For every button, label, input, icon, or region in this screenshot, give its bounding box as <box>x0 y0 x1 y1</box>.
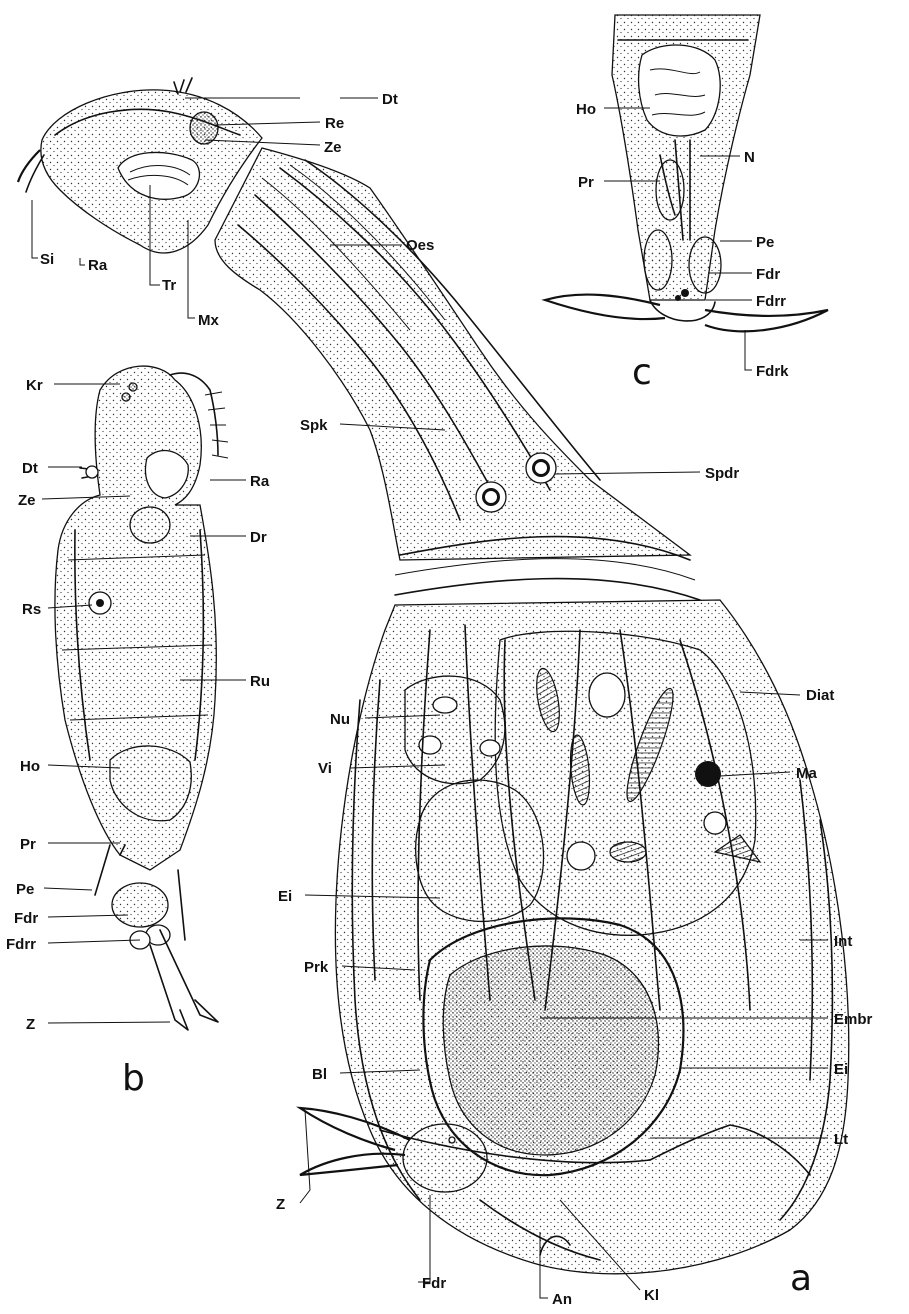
label-c-fdrk: Fdrk <box>756 363 789 380</box>
label-lt: Lt <box>834 1131 848 1148</box>
label-b-pe: Pe <box>16 881 34 898</box>
label-c-pe: Pe <box>756 234 774 251</box>
label-spk: Spk <box>300 417 328 434</box>
label-ze: Ze <box>324 139 342 156</box>
label-si: Si <box>40 251 54 268</box>
label-re: Re <box>325 115 344 132</box>
panel-label-c: c <box>632 352 652 393</box>
label-tr: Tr <box>162 277 176 294</box>
label-int: Int <box>834 933 852 950</box>
label-bl: Bl <box>312 1066 327 1083</box>
label-c-fdr: Fdr <box>756 266 780 283</box>
label-nu: Nu <box>330 711 350 728</box>
label-oes: Oes <box>406 237 434 254</box>
label-b-kr: Kr <box>26 377 43 394</box>
label-b-rs: Rs <box>22 601 41 618</box>
label-fdr: Fdr <box>422 1275 446 1292</box>
label-c-fdrr: Fdrr <box>756 293 786 310</box>
panel-label-a: a <box>790 1258 812 1299</box>
label-c-pr: Pr <box>578 174 594 191</box>
label-kl: Kl <box>644 1287 659 1304</box>
label-diat: Diat <box>806 687 834 704</box>
label-dt: Dt <box>382 91 398 108</box>
label-spdr: Spdr <box>705 465 739 482</box>
label-ma: Ma <box>796 765 817 782</box>
panel-label-b: b <box>122 1058 145 1099</box>
label-b-dt: Dt <box>22 460 38 477</box>
label-b-pr: Pr <box>20 836 36 853</box>
label-b-ru: Ru <box>250 673 270 690</box>
label-b-z: Z <box>26 1016 35 1033</box>
neck-drawing <box>215 148 700 600</box>
label-b-ze: Ze <box>18 492 36 509</box>
label-ra: Ra <box>88 257 108 274</box>
label-ei-lower: Ei <box>834 1061 848 1078</box>
label-b-ra: Ra <box>250 473 270 490</box>
label-b-fdr: Fdr <box>14 910 38 927</box>
panel-b-drawing <box>55 366 228 1030</box>
label-b-ho: Ho <box>20 758 40 775</box>
label-mx: Mx <box>198 312 219 329</box>
label-c-n: N <box>744 149 755 166</box>
label-prk: Prk <box>304 959 329 976</box>
body-drawing <box>300 600 849 1274</box>
label-vi: Vi <box>318 760 332 777</box>
label-ei-upper: Ei <box>278 888 292 905</box>
label-z: Z <box>276 1196 285 1213</box>
label-an: An <box>552 1291 572 1308</box>
label-embr: Embr <box>834 1011 873 1028</box>
label-b-fdrr: Fdrr <box>6 936 36 953</box>
label-c-ho: Ho <box>576 101 596 118</box>
label-b-dr: Dr <box>250 529 267 546</box>
